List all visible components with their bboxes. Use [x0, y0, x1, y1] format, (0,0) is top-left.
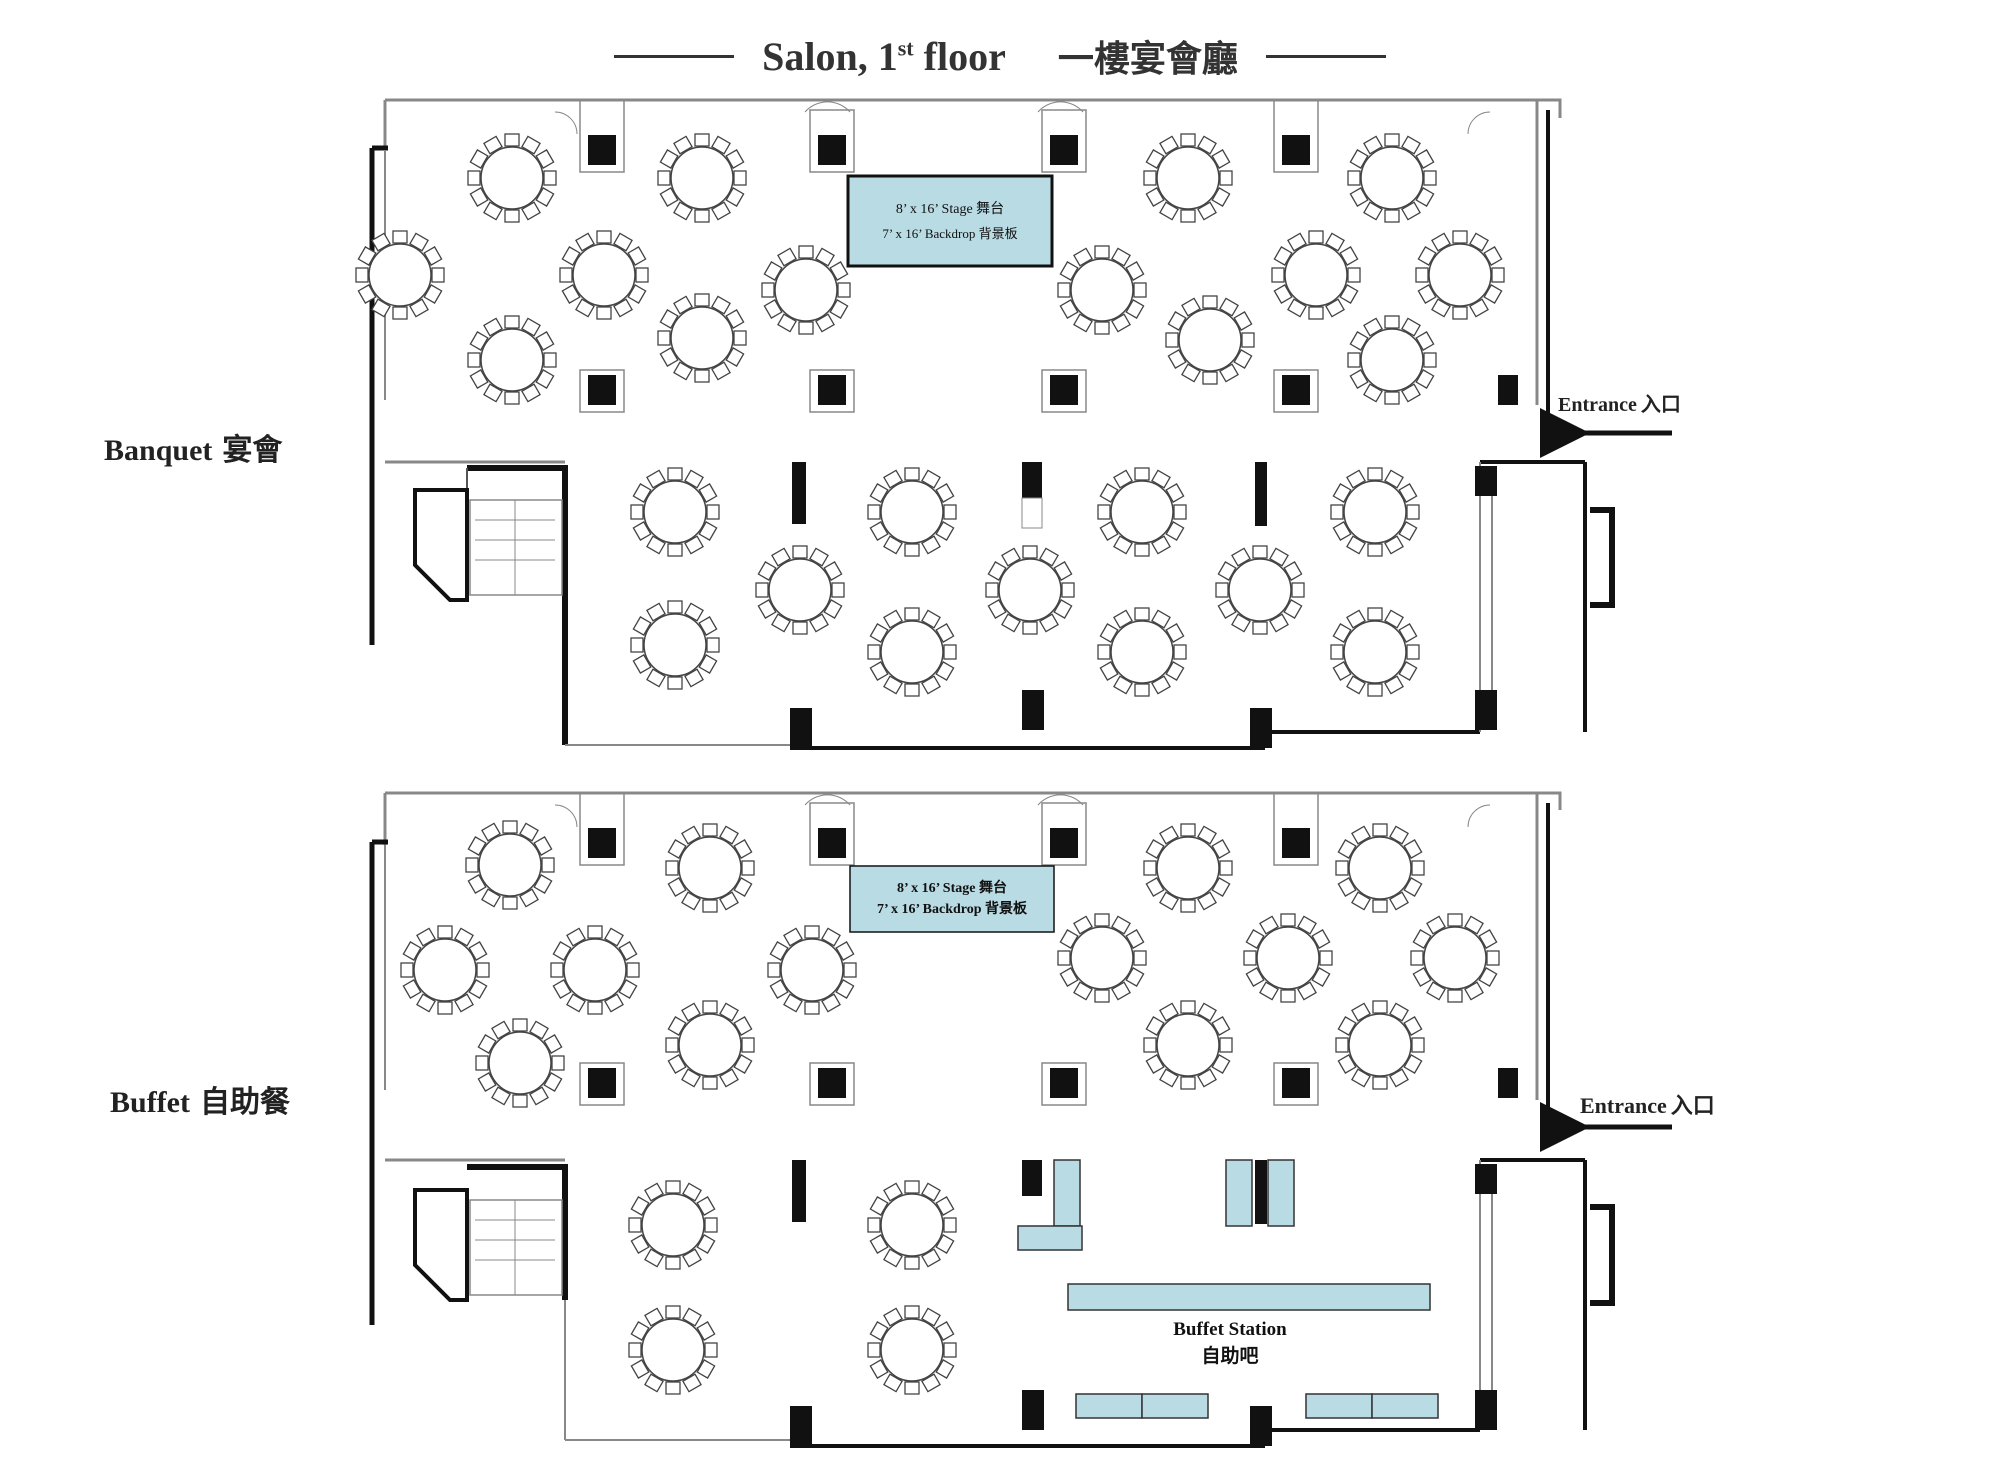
banquet-round-table — [1097, 467, 1187, 557]
banquet-round-table — [355, 230, 445, 320]
banquet-round-table — [761, 245, 851, 335]
buffet-station-label: Buffet Station — [1173, 1319, 1287, 1340]
buffet-round-table — [665, 823, 755, 913]
buffet-round-table — [628, 1180, 718, 1270]
banquet-round-table — [985, 545, 1075, 635]
buffet-round-table — [867, 1305, 957, 1395]
banquet-round-table — [657, 293, 747, 383]
buffet-floor-plan: 8’ x 16’ Stage 舞台 7’ x 16’ Backdrop 背景板 … — [369, 791, 1672, 1448]
buffet-round-table — [465, 820, 555, 910]
title-rule-left — [614, 54, 735, 58]
buffet-stage-line2: 7’ x 16’ Backdrop 背景板 — [877, 900, 1028, 917]
buffet-round-table — [1335, 1000, 1425, 1090]
buffet-counters — [1017, 1159, 1439, 1419]
banquet-round-table — [867, 467, 957, 557]
buffet-round-table — [475, 1018, 565, 1108]
banquet-round-table — [1143, 133, 1233, 223]
banquet-round-table — [1415, 230, 1505, 320]
title-english: Salon, 1st floor — [762, 33, 1006, 79]
buffet-round-table — [1335, 823, 1425, 913]
buffet-round-tables — [400, 820, 1500, 1395]
banquet-round-table — [755, 545, 845, 635]
banquet-round-table — [467, 315, 557, 405]
banquet-round-table — [1165, 295, 1255, 385]
buffet-round-table — [400, 925, 490, 1015]
banquet-round-tables — [355, 133, 1505, 697]
floor-plan-title: Salon, 1st floor 一樓宴會廳 — [560, 26, 1440, 86]
buffet-round-table — [628, 1305, 718, 1395]
buffet-round-table — [1143, 823, 1233, 913]
banquet-round-table — [657, 133, 747, 223]
banquet-round-table — [1330, 467, 1420, 557]
banquet-round-table — [630, 600, 720, 690]
banquet-stage — [846, 174, 1054, 268]
banquet-round-table — [1330, 607, 1420, 697]
banquet-round-table — [1057, 245, 1147, 335]
buffet-round-table — [767, 925, 857, 1015]
buffet-round-table — [867, 1180, 957, 1270]
banquet-stage-line2: 7’ x 16’ Backdrop 背景板 — [882, 226, 1017, 241]
buffet-round-table — [550, 925, 640, 1015]
banquet-round-table — [559, 230, 649, 320]
banquet-round-table — [1271, 230, 1361, 320]
buffet-round-table — [665, 1000, 755, 1090]
banquet-round-table — [1215, 545, 1305, 635]
banquet-round-table — [1347, 133, 1437, 223]
banquet-round-table — [1347, 315, 1437, 405]
banquet-round-table — [867, 607, 957, 697]
buffet-station-label-zh: 自助吧 — [1201, 1344, 1258, 1367]
buffet-stage-line1: 8’ x 16’ Stage 舞台 — [897, 879, 1007, 896]
buffet-round-table — [1143, 1000, 1233, 1090]
banquet-round-table — [630, 467, 720, 557]
banquet-round-table — [467, 133, 557, 223]
buffet-round-table — [1410, 913, 1500, 1003]
title-chinese: 一樓宴會廳 — [1057, 39, 1238, 80]
buffet-round-table — [1057, 913, 1147, 1003]
banquet-floor-plan: 8’ x 16’ Stage 舞台 7’ x 16’ Backdrop 背景板 — [355, 98, 1672, 750]
buffet-stage — [849, 865, 1055, 933]
buffet-round-table — [1243, 913, 1333, 1003]
title-rule-right — [1265, 54, 1386, 58]
banquet-round-table — [1097, 607, 1187, 697]
banquet-stage-line1: 8’ x 16’ Stage 舞台 — [896, 201, 1004, 217]
